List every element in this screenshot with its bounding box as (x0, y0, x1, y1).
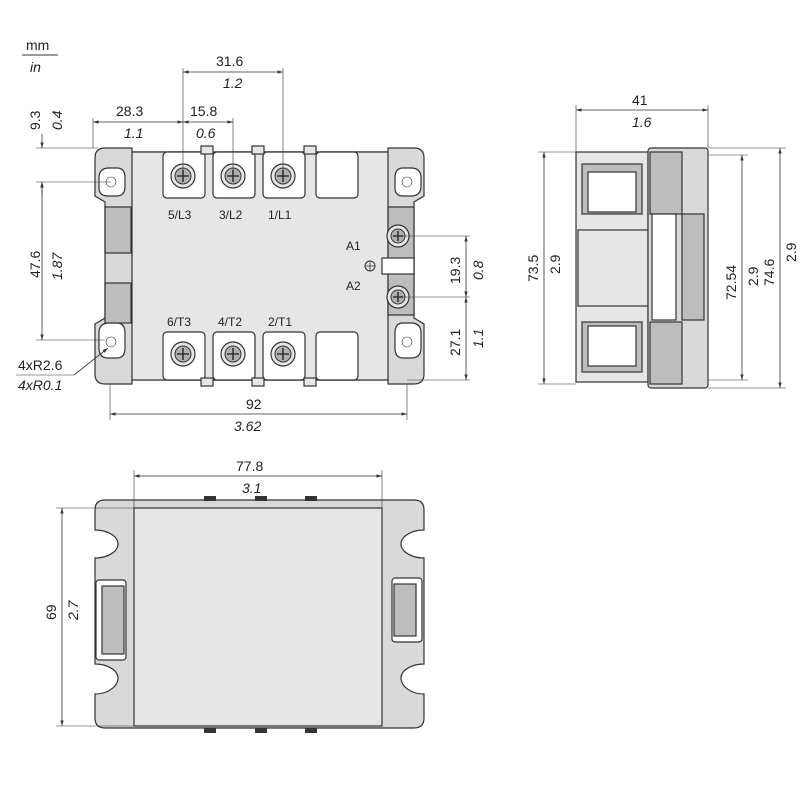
dim-value-in: 1.6 (632, 114, 652, 130)
housing-tab (200, 145, 214, 155)
side-terminal-cavity (587, 171, 637, 213)
dimension-72-54: 72.54 2.9 (708, 154, 761, 381)
side-latch (104, 206, 132, 254)
dim-value-mm: 72.54 (723, 265, 739, 300)
dimension-69: 69 2.7 (43, 507, 134, 727)
dim-value-mm: 47.6 (27, 251, 43, 278)
dimension-73-5: 73.5 2.9 (525, 151, 576, 385)
dimension-19-3: 19.3 0.8 (398, 235, 486, 298)
housing-tab (204, 728, 216, 733)
side-middle-block (577, 229, 649, 307)
terminal-label: 2/T1 (268, 315, 292, 329)
housing-tab (251, 145, 265, 155)
dim-value-in: 4xR0.1 (18, 377, 62, 393)
housing-tab (204, 496, 216, 501)
dim-value-in: 3.1 (242, 480, 261, 496)
mounting-slot (394, 322, 422, 359)
side-base-slot (651, 213, 677, 321)
terminal-label: 4/T2 (218, 315, 242, 329)
led-icon (364, 260, 376, 272)
dim-value-mm: 92 (246, 396, 262, 412)
screw-icon (220, 341, 246, 367)
dim-value-mm: 9.3 (27, 110, 43, 130)
dim-value-in: 1.1 (470, 329, 486, 348)
dim-value-in: 0.6 (196, 125, 216, 141)
dim-value-mm: 73.5 (525, 255, 541, 282)
screw-icon (270, 341, 296, 367)
dim-value-in: 0.8 (470, 260, 486, 280)
housing-tab (255, 496, 267, 501)
side-base-feature (649, 151, 683, 215)
bottom-clip-inner (393, 583, 417, 637)
housing-tab (251, 377, 265, 387)
dim-value-mm: 28.3 (116, 103, 143, 119)
dimension-77-8: 77.8 3.1 (133, 458, 383, 508)
housing-tab (255, 728, 267, 733)
dim-value-in: 0.4 (49, 110, 65, 130)
dimension-27-1: 27.1 1.1 (407, 297, 486, 381)
dim-value-in: 2.9 (745, 266, 761, 286)
terminal-label: 5/L3 (168, 208, 192, 222)
dim-value-in: 1.87 (49, 252, 65, 280)
units-mm: mm (26, 37, 49, 53)
units-in: in (30, 59, 41, 75)
side-terminal-cavity (587, 325, 637, 367)
dim-value-in: 2.7 (65, 599, 81, 621)
dimension-9-3: 9.3 0.4 (27, 110, 111, 196)
dimension-hole-radius: 4xR2.6 4xR0.1 (16, 347, 109, 393)
housing-tab (305, 496, 317, 501)
housing-tab (305, 728, 317, 733)
dim-value-mm: 31.6 (216, 53, 243, 69)
terminal-pocket (315, 151, 359, 199)
dim-value-mm: 27.1 (447, 329, 463, 356)
dimension-28-3: 28.3 1.1 (92, 103, 183, 148)
units-legend: mm in (22, 37, 58, 75)
terminal-label: A1 (346, 239, 361, 253)
dim-value-mm: 41 (632, 92, 648, 108)
terminal-pocket (315, 331, 359, 381)
side-base-feature (649, 321, 683, 385)
bottom-clip-inner (101, 585, 125, 655)
dim-value-mm: 69 (43, 604, 59, 620)
bottom-view (94, 496, 425, 733)
terminal-label: 3/L2 (219, 208, 243, 222)
dim-value-mm: 4xR2.6 (18, 357, 63, 373)
housing-tab (303, 377, 317, 387)
housing-tab (200, 377, 214, 387)
dimension-74-6: 74.6 2.9 (708, 147, 799, 389)
dimension-47-6: 47.6 1.87 (27, 182, 105, 341)
terminal-label: 6/T3 (167, 315, 191, 329)
dim-value-in: 1.1 (124, 125, 143, 141)
dim-value-mm: 77.8 (236, 458, 263, 474)
dimension-92: 92 3.62 (109, 384, 408, 434)
housing-tab (303, 145, 317, 155)
mounting-slot (98, 322, 126, 359)
dimension-15-8: 15.8 0.6 (183, 103, 234, 176)
bottom-heatsink-plate (133, 507, 383, 727)
terminal-label: 1/L1 (268, 208, 292, 222)
side-latch (104, 282, 132, 324)
side-view (575, 147, 709, 389)
dim-value-in: 2.9 (547, 254, 563, 274)
dimension-41: 41 1.6 (575, 92, 709, 152)
mounting-slot (98, 167, 126, 197)
dim-value-mm: 19.3 (447, 257, 463, 284)
screw-icon (170, 341, 196, 367)
dim-value-in: 2.9 (783, 242, 799, 262)
side-base-feature (681, 213, 705, 321)
dim-value-in: 1.2 (223, 75, 243, 91)
front-view: 5/L3 3/L2 1/L1 6/T3 4/T2 2/T1 A1 A2 (94, 145, 425, 387)
dim-value-mm: 15.8 (190, 103, 217, 119)
dim-value-mm: 74.6 (761, 259, 777, 286)
dim-value-in: 3.62 (234, 418, 261, 434)
terminal-label: A2 (346, 279, 361, 293)
led-window (381, 257, 415, 275)
mounting-slot (394, 167, 422, 197)
